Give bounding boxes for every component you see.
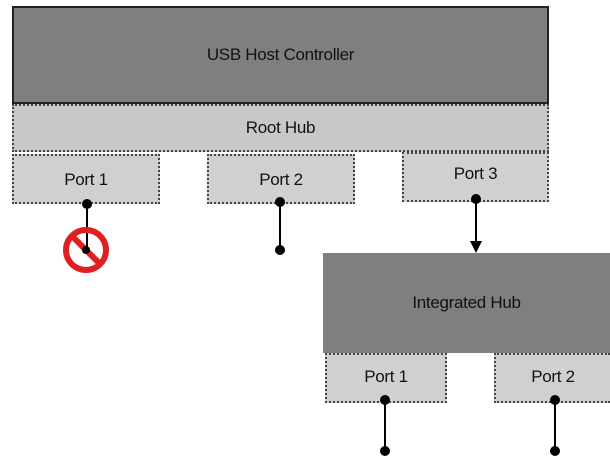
integrated-hub: Integrated Hub: [323, 253, 610, 353]
usb-host-controller-label: USB Host Controller: [206, 45, 355, 64]
root-hub: Root Hub: [12, 104, 549, 152]
root-port-3-arrow: [470, 194, 482, 253]
integrated-hub-label: Integrated Hub: [412, 293, 521, 312]
prohibited-icon: [63, 227, 109, 273]
root-hub-port-1: Port 1: [12, 154, 160, 204]
root-hub-port-3: Port 3: [402, 152, 549, 202]
usb-host-controller: USB Host Controller: [12, 6, 549, 104]
integrated-hub-port-2-label: Port 2: [531, 367, 575, 386]
root-port-1-connector: [82, 199, 92, 250]
root-hub-port-3-label: Port 3: [453, 164, 498, 183]
root-hub-port-2-label: Port 2: [259, 170, 303, 189]
root-hub-port-1-label: Port 1: [64, 170, 108, 189]
integrated-port-2-connector: [550, 395, 560, 456]
integrated-hub-port-2: Port 2: [494, 353, 610, 403]
integrated-port-1-connector: [380, 395, 390, 456]
integrated-hub-port-1-label: Port 1: [364, 367, 408, 386]
root-port-2-connector: [275, 197, 285, 255]
integrated-hub-port-1: Port 1: [325, 353, 447, 403]
root-hub-label: Root Hub: [245, 118, 316, 137]
